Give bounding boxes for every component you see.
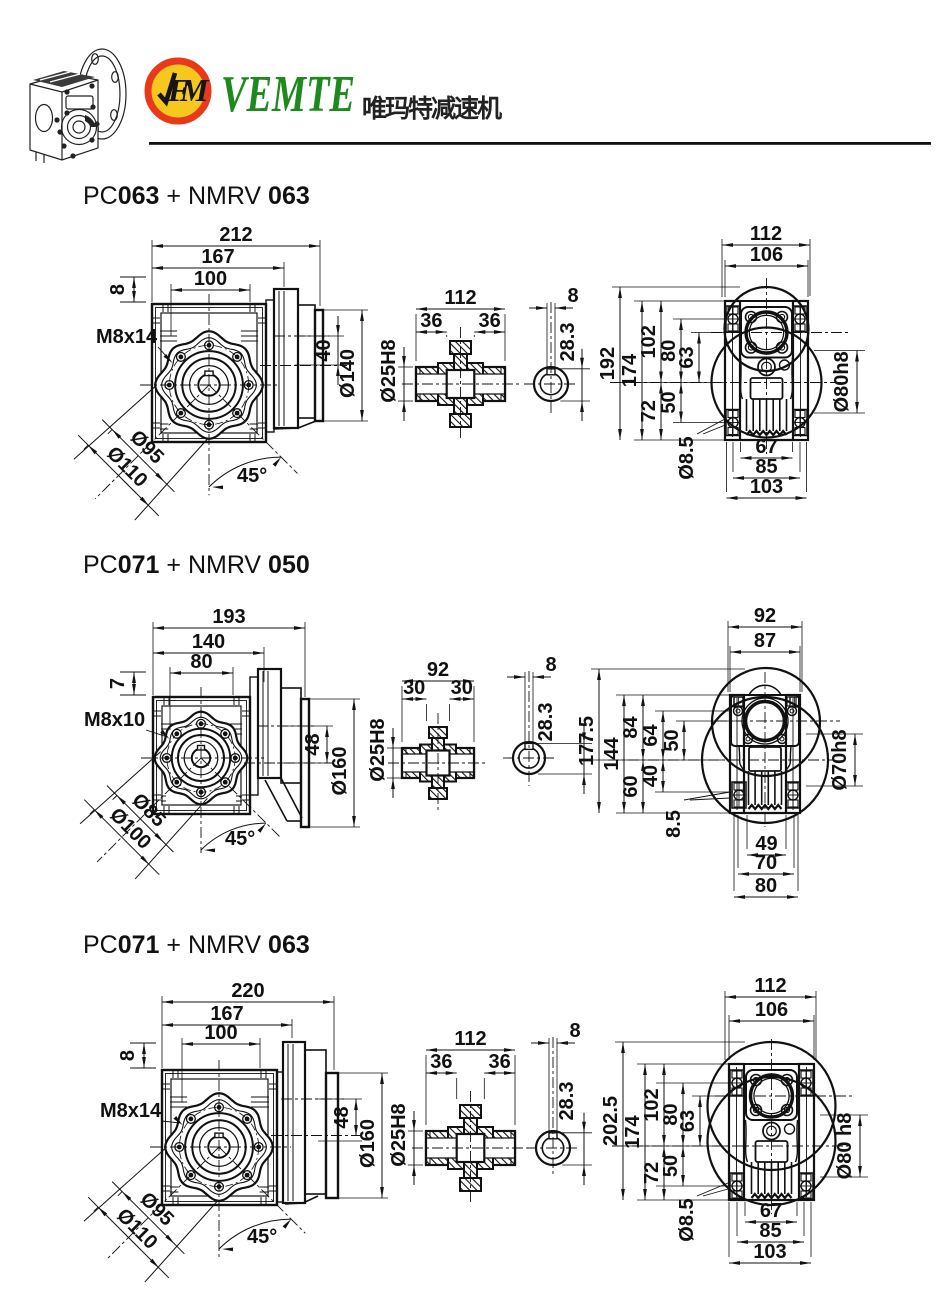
svg-text:Ø160: Ø160 [357, 1119, 379, 1168]
svg-text:PC063 + NMRV 063: PC063 + NMRV 063 [83, 182, 310, 210]
svg-text:Ø8.5: Ø8.5 [676, 1198, 698, 1241]
svg-text:45°: 45° [247, 1226, 277, 1248]
svg-text:7: 7 [107, 678, 129, 689]
svg-text:92: 92 [754, 605, 776, 627]
svg-text:84: 84 [620, 716, 642, 739]
svg-text:212: 212 [219, 224, 252, 246]
svg-text:100: 100 [194, 268, 227, 290]
svg-text:8: 8 [567, 285, 578, 307]
svg-text:8: 8 [107, 284, 129, 295]
svg-text:72: 72 [638, 400, 660, 422]
svg-text:112: 112 [444, 287, 476, 309]
svg-text:106: 106 [750, 244, 783, 266]
svg-text:Ø140: Ø140 [337, 349, 359, 398]
svg-text:63: 63 [677, 1110, 699, 1132]
svg-text:8: 8 [545, 654, 556, 676]
svg-text:36: 36 [430, 1051, 452, 1073]
svg-text:70: 70 [755, 852, 777, 874]
svg-text:102: 102 [638, 325, 660, 358]
svg-text:Ø25H8: Ø25H8 [378, 339, 400, 402]
svg-text:177.5: 177.5 [576, 716, 598, 766]
svg-text:Ø160: Ø160 [329, 747, 351, 796]
svg-text:28.3: 28.3 [557, 323, 579, 362]
svg-text:48: 48 [302, 733, 324, 755]
svg-text:92: 92 [427, 659, 449, 681]
svg-text:192: 192 [597, 347, 619, 380]
svg-text:M: M [179, 72, 210, 108]
svg-text:112: 112 [750, 223, 782, 245]
svg-text:174: 174 [619, 353, 641, 387]
svg-text:50: 50 [658, 391, 680, 413]
svg-text:103: 103 [750, 476, 783, 498]
svg-text:8.5: 8.5 [663, 810, 685, 838]
svg-text:F: F [167, 72, 189, 108]
svg-text:M8x14: M8x14 [96, 326, 158, 348]
svg-text:50: 50 [660, 1155, 682, 1177]
svg-text:49: 49 [755, 833, 777, 855]
svg-text:80: 80 [190, 651, 212, 673]
svg-text:167: 167 [210, 1003, 243, 1025]
svg-text:174: 174 [622, 1114, 644, 1148]
svg-text:28.3: 28.3 [556, 1082, 578, 1121]
svg-text:30: 30 [451, 677, 473, 699]
svg-text:PC071 + NMRV 050: PC071 + NMRV 050 [83, 551, 310, 579]
svg-text:80: 80 [660, 1103, 682, 1125]
svg-text:87: 87 [754, 630, 776, 652]
svg-text:30: 30 [403, 677, 425, 699]
svg-text:45°: 45° [225, 828, 255, 850]
svg-text:36: 36 [488, 1051, 510, 1073]
svg-text:106: 106 [755, 999, 788, 1021]
svg-text:80: 80 [755, 875, 777, 897]
svg-text:28.3: 28.3 [535, 703, 557, 742]
svg-text:85: 85 [755, 456, 777, 478]
svg-text:112: 112 [454, 1028, 486, 1050]
svg-text:100: 100 [204, 1022, 237, 1044]
svg-text:140: 140 [192, 631, 225, 653]
svg-text:85: 85 [759, 1220, 781, 1242]
svg-text:40: 40 [313, 339, 335, 361]
svg-text:唯玛特减速机: 唯玛特减速机 [362, 95, 502, 123]
svg-text:202.5: 202.5 [600, 1096, 622, 1146]
svg-text:PC071 + NMRV 063: PC071 + NMRV 063 [83, 931, 310, 959]
svg-text:Ø80h8: Ø80h8 [831, 351, 853, 412]
svg-text:144: 144 [601, 736, 623, 770]
svg-text:Ø70h8: Ø70h8 [829, 729, 851, 790]
svg-text:Ø25H8: Ø25H8 [388, 1103, 410, 1166]
svg-text:63: 63 [676, 346, 698, 368]
svg-text:36: 36 [420, 310, 442, 332]
svg-text:Ø25H8: Ø25H8 [367, 718, 389, 781]
svg-text:48: 48 [331, 1106, 353, 1128]
svg-text:VEMTE: VEMTE [221, 66, 355, 123]
svg-text:8: 8 [569, 1020, 580, 1042]
svg-text:Ø80 h8: Ø80 h8 [834, 1113, 856, 1180]
svg-text:Ø8.5: Ø8.5 [676, 436, 698, 479]
svg-text:103: 103 [753, 1241, 786, 1263]
svg-text:36: 36 [478, 310, 500, 332]
svg-text:50: 50 [661, 729, 683, 751]
svg-text:193: 193 [212, 606, 245, 628]
svg-text:60: 60 [620, 775, 642, 797]
svg-text:64: 64 [640, 724, 662, 747]
svg-text:220: 220 [231, 980, 264, 1002]
svg-text:45°: 45° [237, 465, 267, 487]
svg-text:112: 112 [754, 975, 786, 997]
svg-text:40: 40 [640, 765, 662, 787]
svg-text:167: 167 [201, 246, 234, 268]
svg-text:M8x14: M8x14 [100, 1100, 162, 1122]
svg-text:80: 80 [658, 340, 680, 362]
svg-text:M8x10: M8x10 [84, 709, 145, 731]
svg-text:67: 67 [755, 436, 777, 458]
svg-text:67: 67 [760, 1200, 782, 1222]
svg-text:102: 102 [641, 1088, 663, 1121]
svg-text:72: 72 [641, 1162, 663, 1184]
svg-text:8: 8 [117, 1050, 139, 1061]
